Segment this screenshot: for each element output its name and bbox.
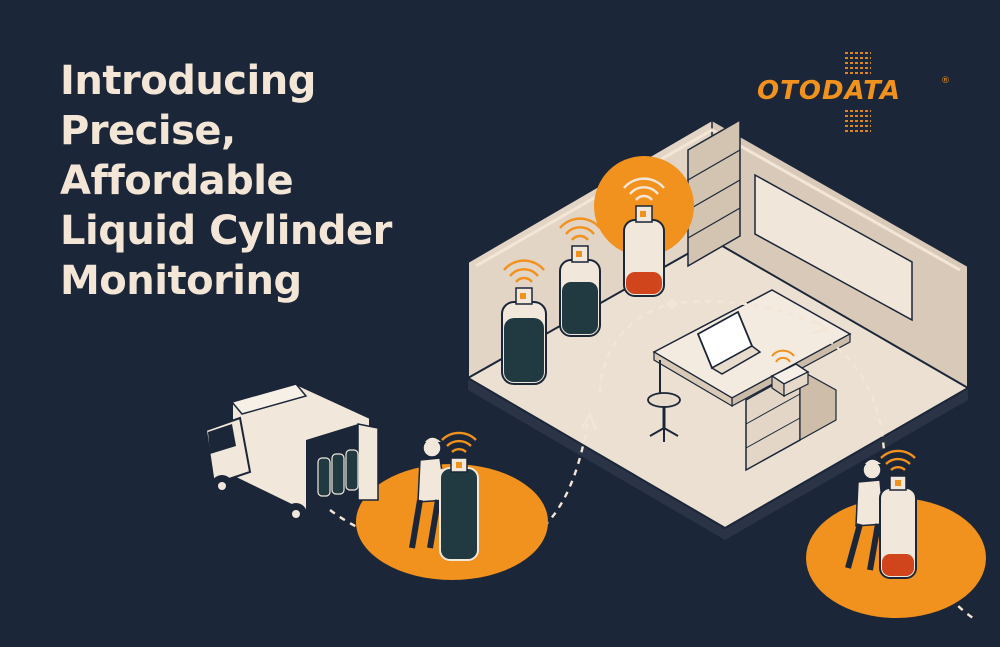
room-floor-edge-left (468, 378, 725, 540)
cylinder-empty-pickup (879, 449, 917, 579)
cylinder-low (623, 205, 665, 297)
logo-wordmark: OTODATA (757, 76, 901, 106)
headline-line-1: Introducing (60, 58, 316, 104)
logo-binary-pattern-top (845, 52, 871, 74)
van-icon (204, 382, 379, 525)
wall-board (754, 173, 913, 322)
laptop-icon (696, 310, 762, 375)
room-illustration (465, 118, 971, 540)
wifi-signal-icon (503, 177, 665, 283)
headline-line-2: Precise, (60, 108, 236, 154)
path-arrowhead (811, 318, 829, 336)
path-node (667, 299, 677, 309)
headline-line-5: Monitoring (60, 258, 302, 304)
gateway-device (770, 349, 810, 398)
path-arrowhead (580, 411, 598, 431)
logo-registered-mark: ® (941, 76, 950, 86)
cylinder-full-2 (559, 245, 601, 337)
logo-binary-pattern-bottom (845, 108, 871, 132)
stool-icon (647, 392, 681, 442)
cylinder-full-1 (501, 287, 547, 385)
headline: Introducing Precise, Affordable Liquid C… (60, 56, 480, 306)
otodata-logo: OTODATA ® (757, 52, 950, 132)
cylinder-delivered (439, 431, 479, 561)
room-floor-edge-right (725, 388, 968, 540)
headline-line-4: Liquid Cylinder (60, 208, 392, 254)
headline-line-3: Affordable (60, 158, 294, 204)
